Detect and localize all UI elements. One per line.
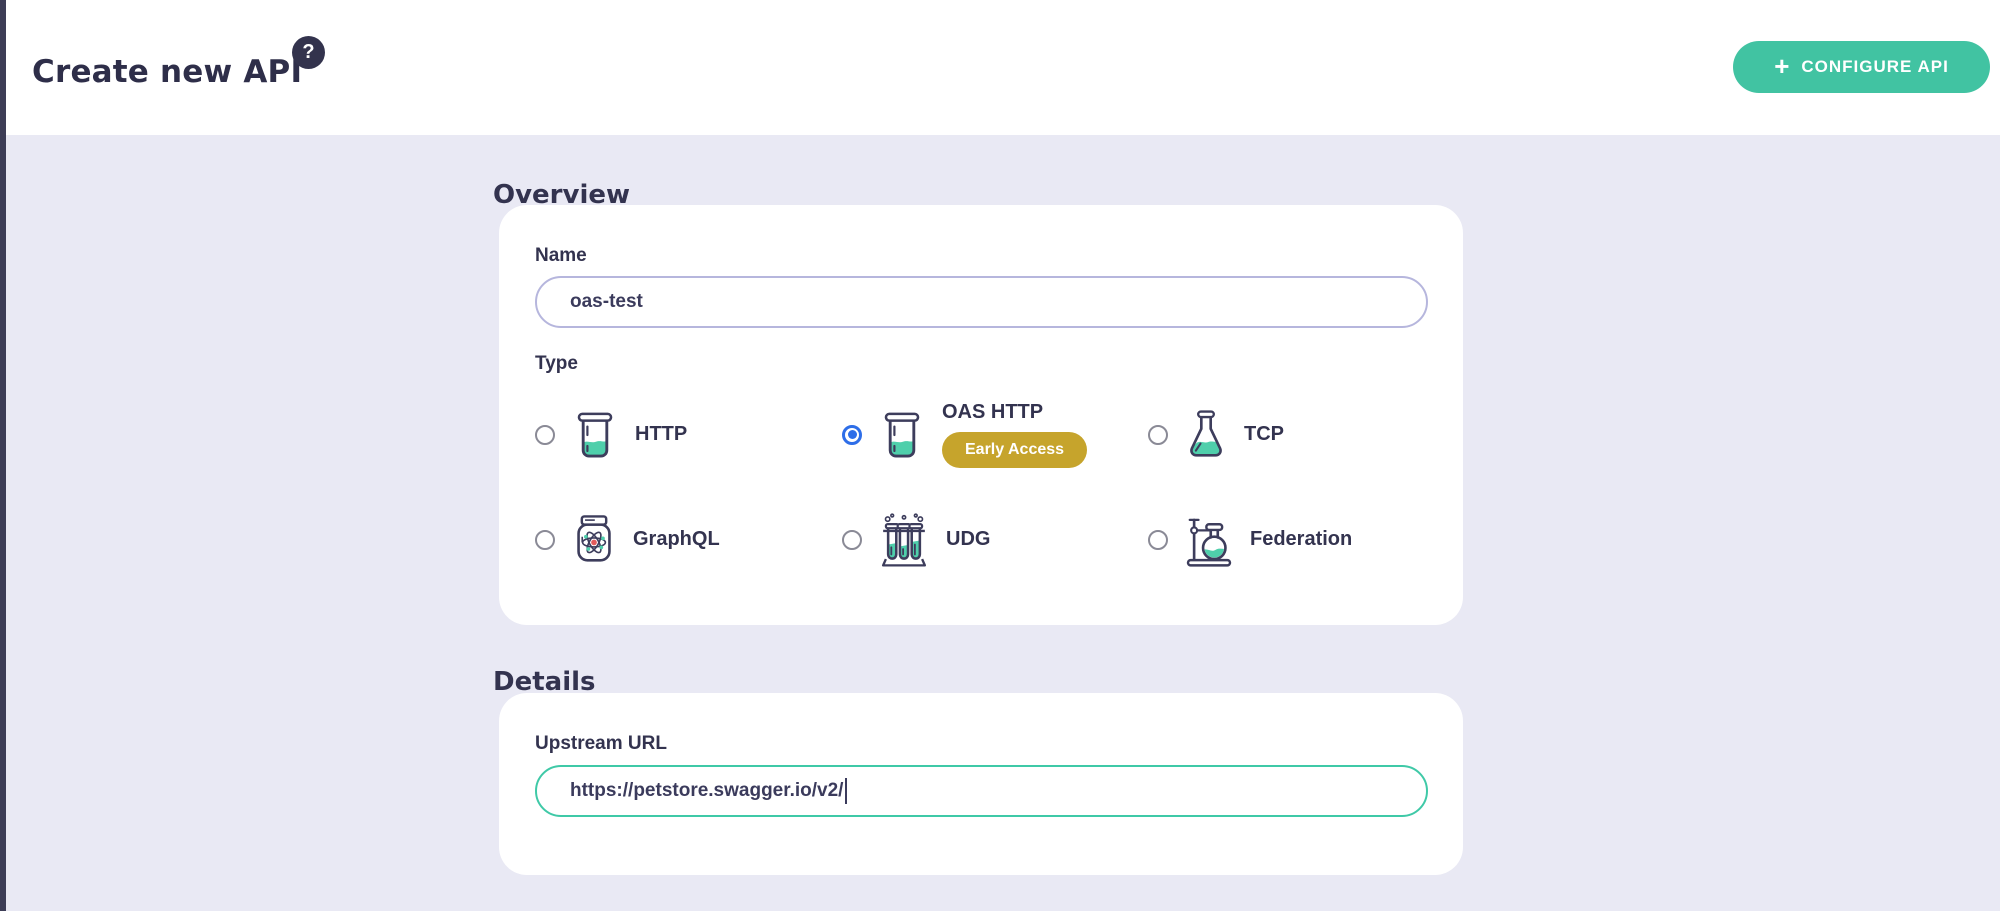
type-option-http[interactable]: HTTP [535, 406, 842, 464]
details-card: Upstream URL https://petstore.swagger.io… [499, 693, 1463, 875]
name-input-value: oas-test [570, 291, 643, 312]
radio-graphql[interactable] [535, 529, 555, 550]
radio-http[interactable] [535, 424, 555, 445]
type-option-label: Federation [1250, 528, 1353, 550]
overview-section-heading: Overview [493, 179, 631, 210]
plus-icon: + [1774, 51, 1790, 81]
question-mark-glyph: ? [302, 41, 315, 63]
page-title: Create new API [32, 53, 303, 90]
test-tube-rack-icon [875, 510, 933, 570]
upstream-url-label: Upstream URL [535, 733, 667, 754]
stand-flask-icon [1181, 511, 1237, 569]
type-option-label: HTTP [635, 423, 688, 445]
atom-jar-icon [568, 511, 620, 569]
type-option-graphql[interactable]: GraphQL [535, 511, 842, 569]
name-label: Name [535, 245, 587, 266]
api-type-radio-group: HTTP OAS HTTP Early Access [535, 382, 1435, 592]
type-option-label: OAS HTTP [942, 401, 1044, 423]
beaker-icon [568, 406, 622, 464]
name-input[interactable]: oas-test [535, 276, 1428, 328]
type-option-udg[interactable]: UDG [842, 510, 1148, 570]
details-section-heading: Details [493, 666, 596, 697]
radio-udg[interactable] [842, 529, 862, 550]
help-icon[interactable]: ? [292, 36, 325, 69]
type-option-federation[interactable]: Federation [1148, 511, 1428, 569]
upstream-url-input[interactable]: https://petstore.swagger.io/v2/ [535, 765, 1428, 817]
radio-federation[interactable] [1148, 529, 1168, 550]
type-option-label: GraphQL [633, 528, 720, 550]
type-option-label: TCP [1244, 423, 1284, 445]
configure-api-button[interactable]: + CONFIGURE API [1733, 41, 1990, 93]
page-header: Create new API ? + CONFIGURE API [6, 0, 2000, 135]
type-option-tcp[interactable]: TCP [1148, 406, 1428, 464]
overview-card: Name oas-test Type HTTP [499, 205, 1463, 625]
configure-api-button-label: CONFIGURE API [1801, 57, 1949, 76]
early-access-badge: Early Access [942, 432, 1088, 468]
text-cursor [845, 778, 848, 804]
radio-tcp[interactable] [1148, 424, 1168, 445]
upstream-url-value: https://petstore.swagger.io/v2/ [570, 780, 844, 801]
type-option-oas-http[interactable]: OAS HTTP Early Access [842, 401, 1148, 468]
erlenmeyer-flask-icon [1181, 406, 1231, 464]
radio-oas-http-selected[interactable] [842, 424, 862, 445]
beaker-icon [875, 406, 929, 464]
type-label: Type [535, 353, 578, 374]
sidebar-edge-strip [0, 0, 6, 911]
type-option-label: UDG [946, 528, 991, 550]
